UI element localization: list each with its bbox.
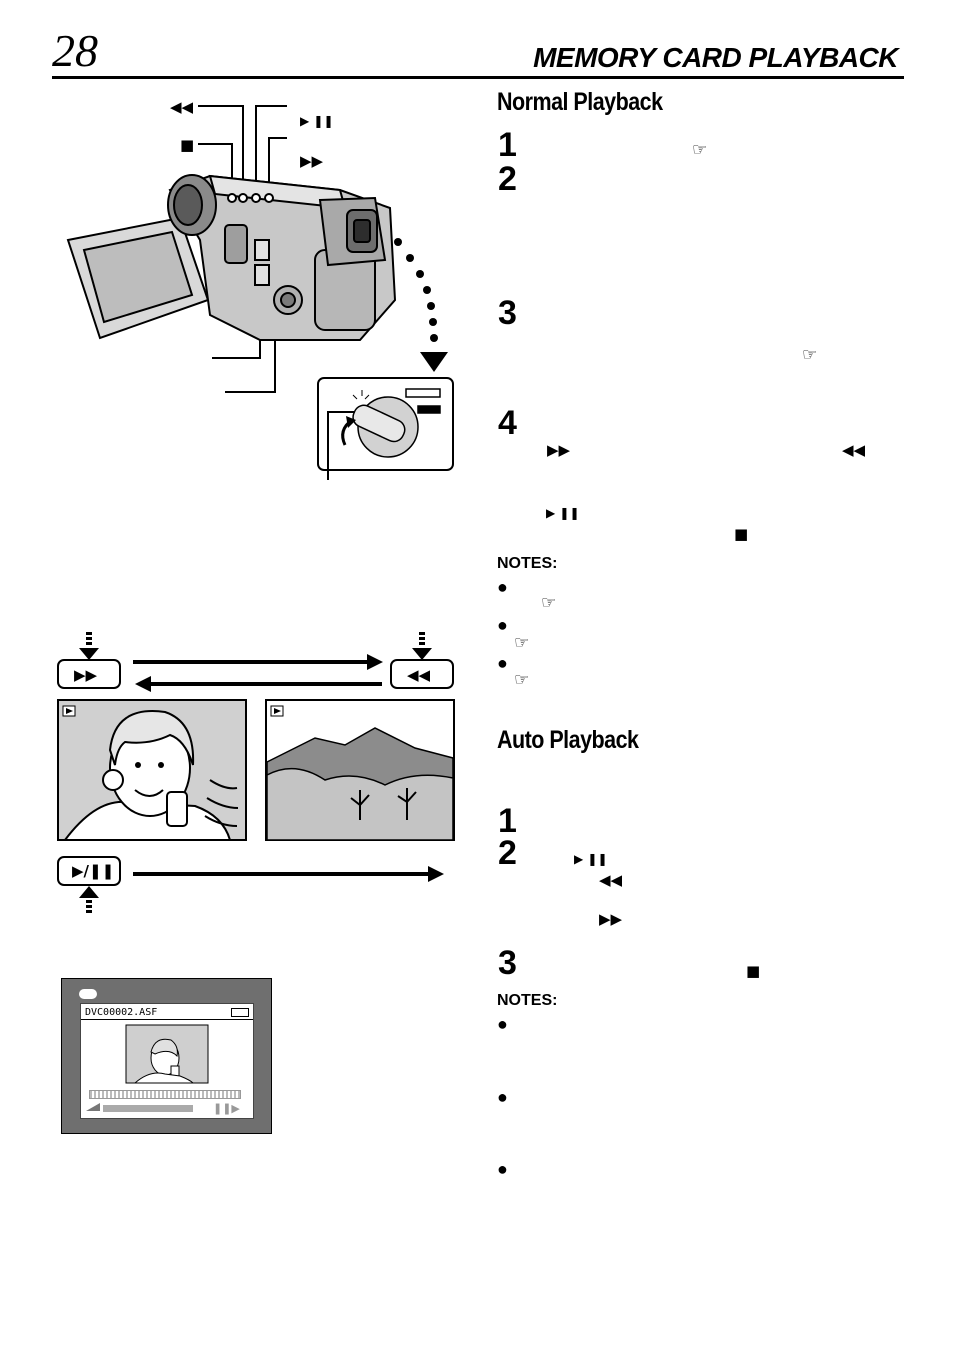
ff-icon: ▶▶ xyxy=(547,441,571,459)
play-pause-button: ▶/❚❚ xyxy=(72,862,115,880)
thumbnail-image xyxy=(125,1024,209,1084)
rew-button: ◀◀ xyxy=(407,666,431,684)
camera-label-fast-forward: ▶▶ xyxy=(300,152,324,170)
normal-playback-title: Normal Playback xyxy=(497,88,663,116)
playback-sequence-diagram xyxy=(57,632,455,913)
reference-icon: ☞ xyxy=(514,633,530,653)
pause-play-icon: ❚❚▶ xyxy=(213,1102,240,1115)
camera-label-play-pause: ▶ ❚❚ xyxy=(300,114,334,128)
stop-icon: ■ xyxy=(734,525,749,543)
reference-icon: ☞ xyxy=(541,593,557,613)
file-name: DVC00002.ASF xyxy=(85,1007,158,1018)
note-bullet: ● xyxy=(497,653,508,673)
camera-label-rewind: ◀◀ xyxy=(170,98,194,116)
rew-icon: ◀◀ xyxy=(599,871,623,889)
play-pause-icon: ▶ ❚❚ xyxy=(574,852,608,866)
ff-button: ▶▶ xyxy=(74,666,98,684)
note-bullet: ● xyxy=(497,1087,508,1107)
normal-step-3: 3 xyxy=(498,294,517,332)
auto-notes-label: NOTES: xyxy=(497,992,558,1009)
normal-step-4: 4 xyxy=(498,404,517,442)
reference-icon: ☞ xyxy=(514,670,530,690)
battery-icon xyxy=(231,1008,249,1017)
normal-notes-label: NOTES: xyxy=(497,555,558,572)
stop-icon: ■ xyxy=(746,962,761,980)
auto-step-1: 1 xyxy=(498,802,517,840)
ff-icon: ▶▶ xyxy=(599,910,623,928)
play-pause-icon: ▶ ❚❚ xyxy=(546,506,580,520)
camcorder-illustration xyxy=(66,105,454,480)
note-bullet: ● xyxy=(497,1159,508,1179)
auto-playback-title: Auto Playback xyxy=(497,726,639,754)
volume-icon xyxy=(86,1103,100,1111)
lcd-screen: DVC00002.ASF ❚❚▶ xyxy=(61,978,272,1134)
reference-icon: ☞ xyxy=(692,140,708,160)
progress-bar xyxy=(89,1090,241,1099)
header-rule xyxy=(52,76,904,79)
auto-step-2: 2 xyxy=(498,834,517,872)
note-bullet: ● xyxy=(497,577,508,597)
normal-step-1: 1 xyxy=(498,126,517,164)
page-number: 28 xyxy=(52,25,98,76)
page-title: MEMORY CARD PLAYBACK xyxy=(533,42,898,73)
note-bullet: ● xyxy=(497,1014,508,1034)
lcd-content: DVC00002.ASF ❚❚▶ xyxy=(80,1003,254,1119)
auto-step-3: 3 xyxy=(498,944,517,982)
normal-step-2: 2 xyxy=(498,160,517,198)
card-icon xyxy=(79,989,97,999)
volume-bar xyxy=(103,1105,193,1112)
rew-icon: ◀◀ xyxy=(842,441,866,459)
note-bullet: ● xyxy=(497,615,508,635)
reference-icon: ☞ xyxy=(802,345,818,365)
camera-label-stop: ■ xyxy=(180,136,195,154)
